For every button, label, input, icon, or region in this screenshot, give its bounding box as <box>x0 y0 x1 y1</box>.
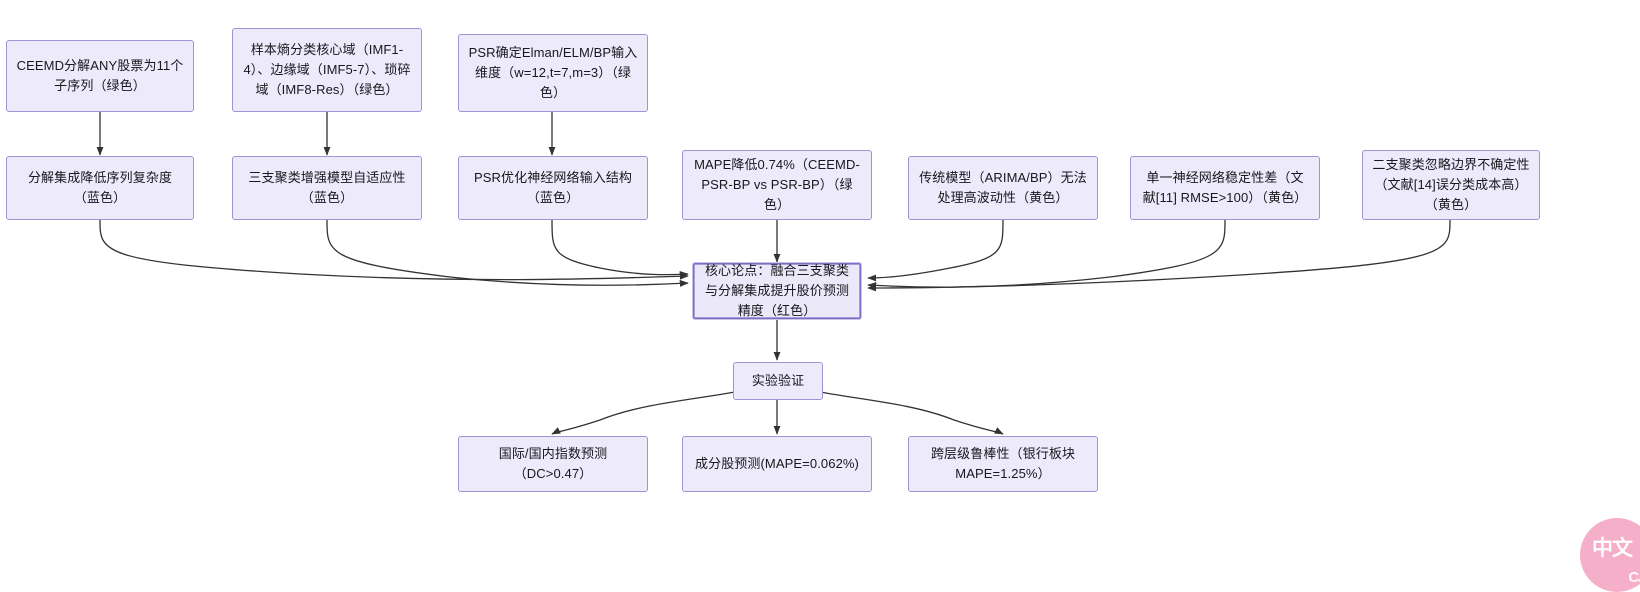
node-traditional-models-limitation[interactable]: 传统模型（ARIMA/BP）无法处理高波动性（黄色） <box>908 156 1098 220</box>
node-core-thesis[interactable]: 核心论点：融合三支聚类与分解集成提升股价预测精度（红色） <box>692 262 862 320</box>
edge-m1-core <box>99 219 689 281</box>
node-label: 核心论点：融合三支聚类与分解集成提升股价预测精度（红色） <box>704 262 850 319</box>
node-mape-improvement[interactable]: MAPE降低0.74%（CEEMD-PSR-BP vs PSR-BP）（绿色） <box>682 150 872 220</box>
node-label: 三支聚类增强模型自适应性（蓝色） <box>248 169 406 205</box>
node-label: 样本熵分类核心域（IMF1-4）、边缘域（IMF5-7）、琐碎域（IMF8-Re… <box>243 41 411 98</box>
node-label: PSR确定Elman/ELM/BP输入维度（w=12,t=7,m=3）（绿色） <box>468 44 638 101</box>
edge-m5-core <box>867 219 1004 282</box>
node-single-nn-instability[interactable]: 单一神经网络稳定性差（文献[11] RMSE>100）（黄色） <box>1130 156 1320 220</box>
edge-m7-core <box>867 219 1451 292</box>
node-index-forecast[interactable]: 国际/国内指数预测（DC>0.47） <box>458 436 648 492</box>
watermark-badge: 中文 CA <box>1580 518 1640 592</box>
node-two-way-clustering-boundary[interactable]: 二支聚类忽略边界不确定性（文献[14]误分类成本高）（黄色） <box>1362 150 1540 220</box>
node-sample-entropy-classification[interactable]: 样本熵分类核心域（IMF1-4）、边缘域（IMF5-7）、琐碎域（IMF8-Re… <box>232 28 422 112</box>
node-label: 跨层级鲁棒性（银行板块MAPE=1.25%） <box>930 445 1076 481</box>
node-label: 单一神经网络稳定性差（文献[11] RMSE>100）（黄色） <box>1142 169 1308 205</box>
node-label: 实验验证 <box>751 372 805 388</box>
flowchart-canvas: CEEMD分解ANY股票为11个子序列（绿色） 样本熵分类核心域（IMF1-4）… <box>6 28 1640 592</box>
node-constituent-stock-forecast[interactable]: 成分股预测(MAPE=0.062%) <box>682 436 872 492</box>
node-experimental-validation[interactable]: 实验验证 <box>733 362 823 400</box>
edge-validation-b3 <box>819 391 1004 435</box>
edge-m6-core <box>867 219 1226 289</box>
edge-m3-core <box>551 219 689 278</box>
node-label: MAPE降低0.74%（CEEMD-PSR-BP vs PSR-BP）（绿色） <box>694 156 860 213</box>
node-psr-input-dimension[interactable]: PSR确定Elman/ELM/BP输入维度（w=12,t=7,m=3）（绿色） <box>458 34 648 112</box>
node-label: 二支聚类忽略边界不确定性（文献[14]误分类成本高）（黄色） <box>1372 156 1530 213</box>
node-three-way-clustering-adaptivity[interactable]: 三支聚类增强模型自适应性（蓝色） <box>232 156 422 220</box>
node-label: CEEMD分解ANY股票为11个子序列（绿色） <box>16 57 184 93</box>
node-label: 成分股预测(MAPE=0.062%) <box>695 455 859 471</box>
node-decomposition-reduces-complexity[interactable]: 分解集成降低序列复杂度（蓝色） <box>6 156 194 220</box>
node-label: PSR优化神经网络输入结构（蓝色） <box>473 169 633 205</box>
edge-m2-core <box>326 219 689 287</box>
node-ceemd-decomposition[interactable]: CEEMD分解ANY股票为11个子序列（绿色） <box>6 40 194 112</box>
node-label: 国际/国内指数预测（DC>0.47） <box>498 445 608 481</box>
node-label: 分解集成降低序列复杂度（蓝色） <box>27 169 173 205</box>
edge-validation-b1 <box>551 391 736 435</box>
watermark-primary-text: 中文 <box>1592 537 1633 560</box>
node-cross-level-robustness[interactable]: 跨层级鲁棒性（银行板块MAPE=1.25%） <box>908 436 1098 492</box>
watermark-secondary-text: CA <box>1628 569 1640 586</box>
node-psr-optimizes-nn-input[interactable]: PSR优化神经网络输入结构（蓝色） <box>458 156 648 220</box>
node-label: 传统模型（ARIMA/BP）无法处理高波动性（黄色） <box>919 169 1087 205</box>
